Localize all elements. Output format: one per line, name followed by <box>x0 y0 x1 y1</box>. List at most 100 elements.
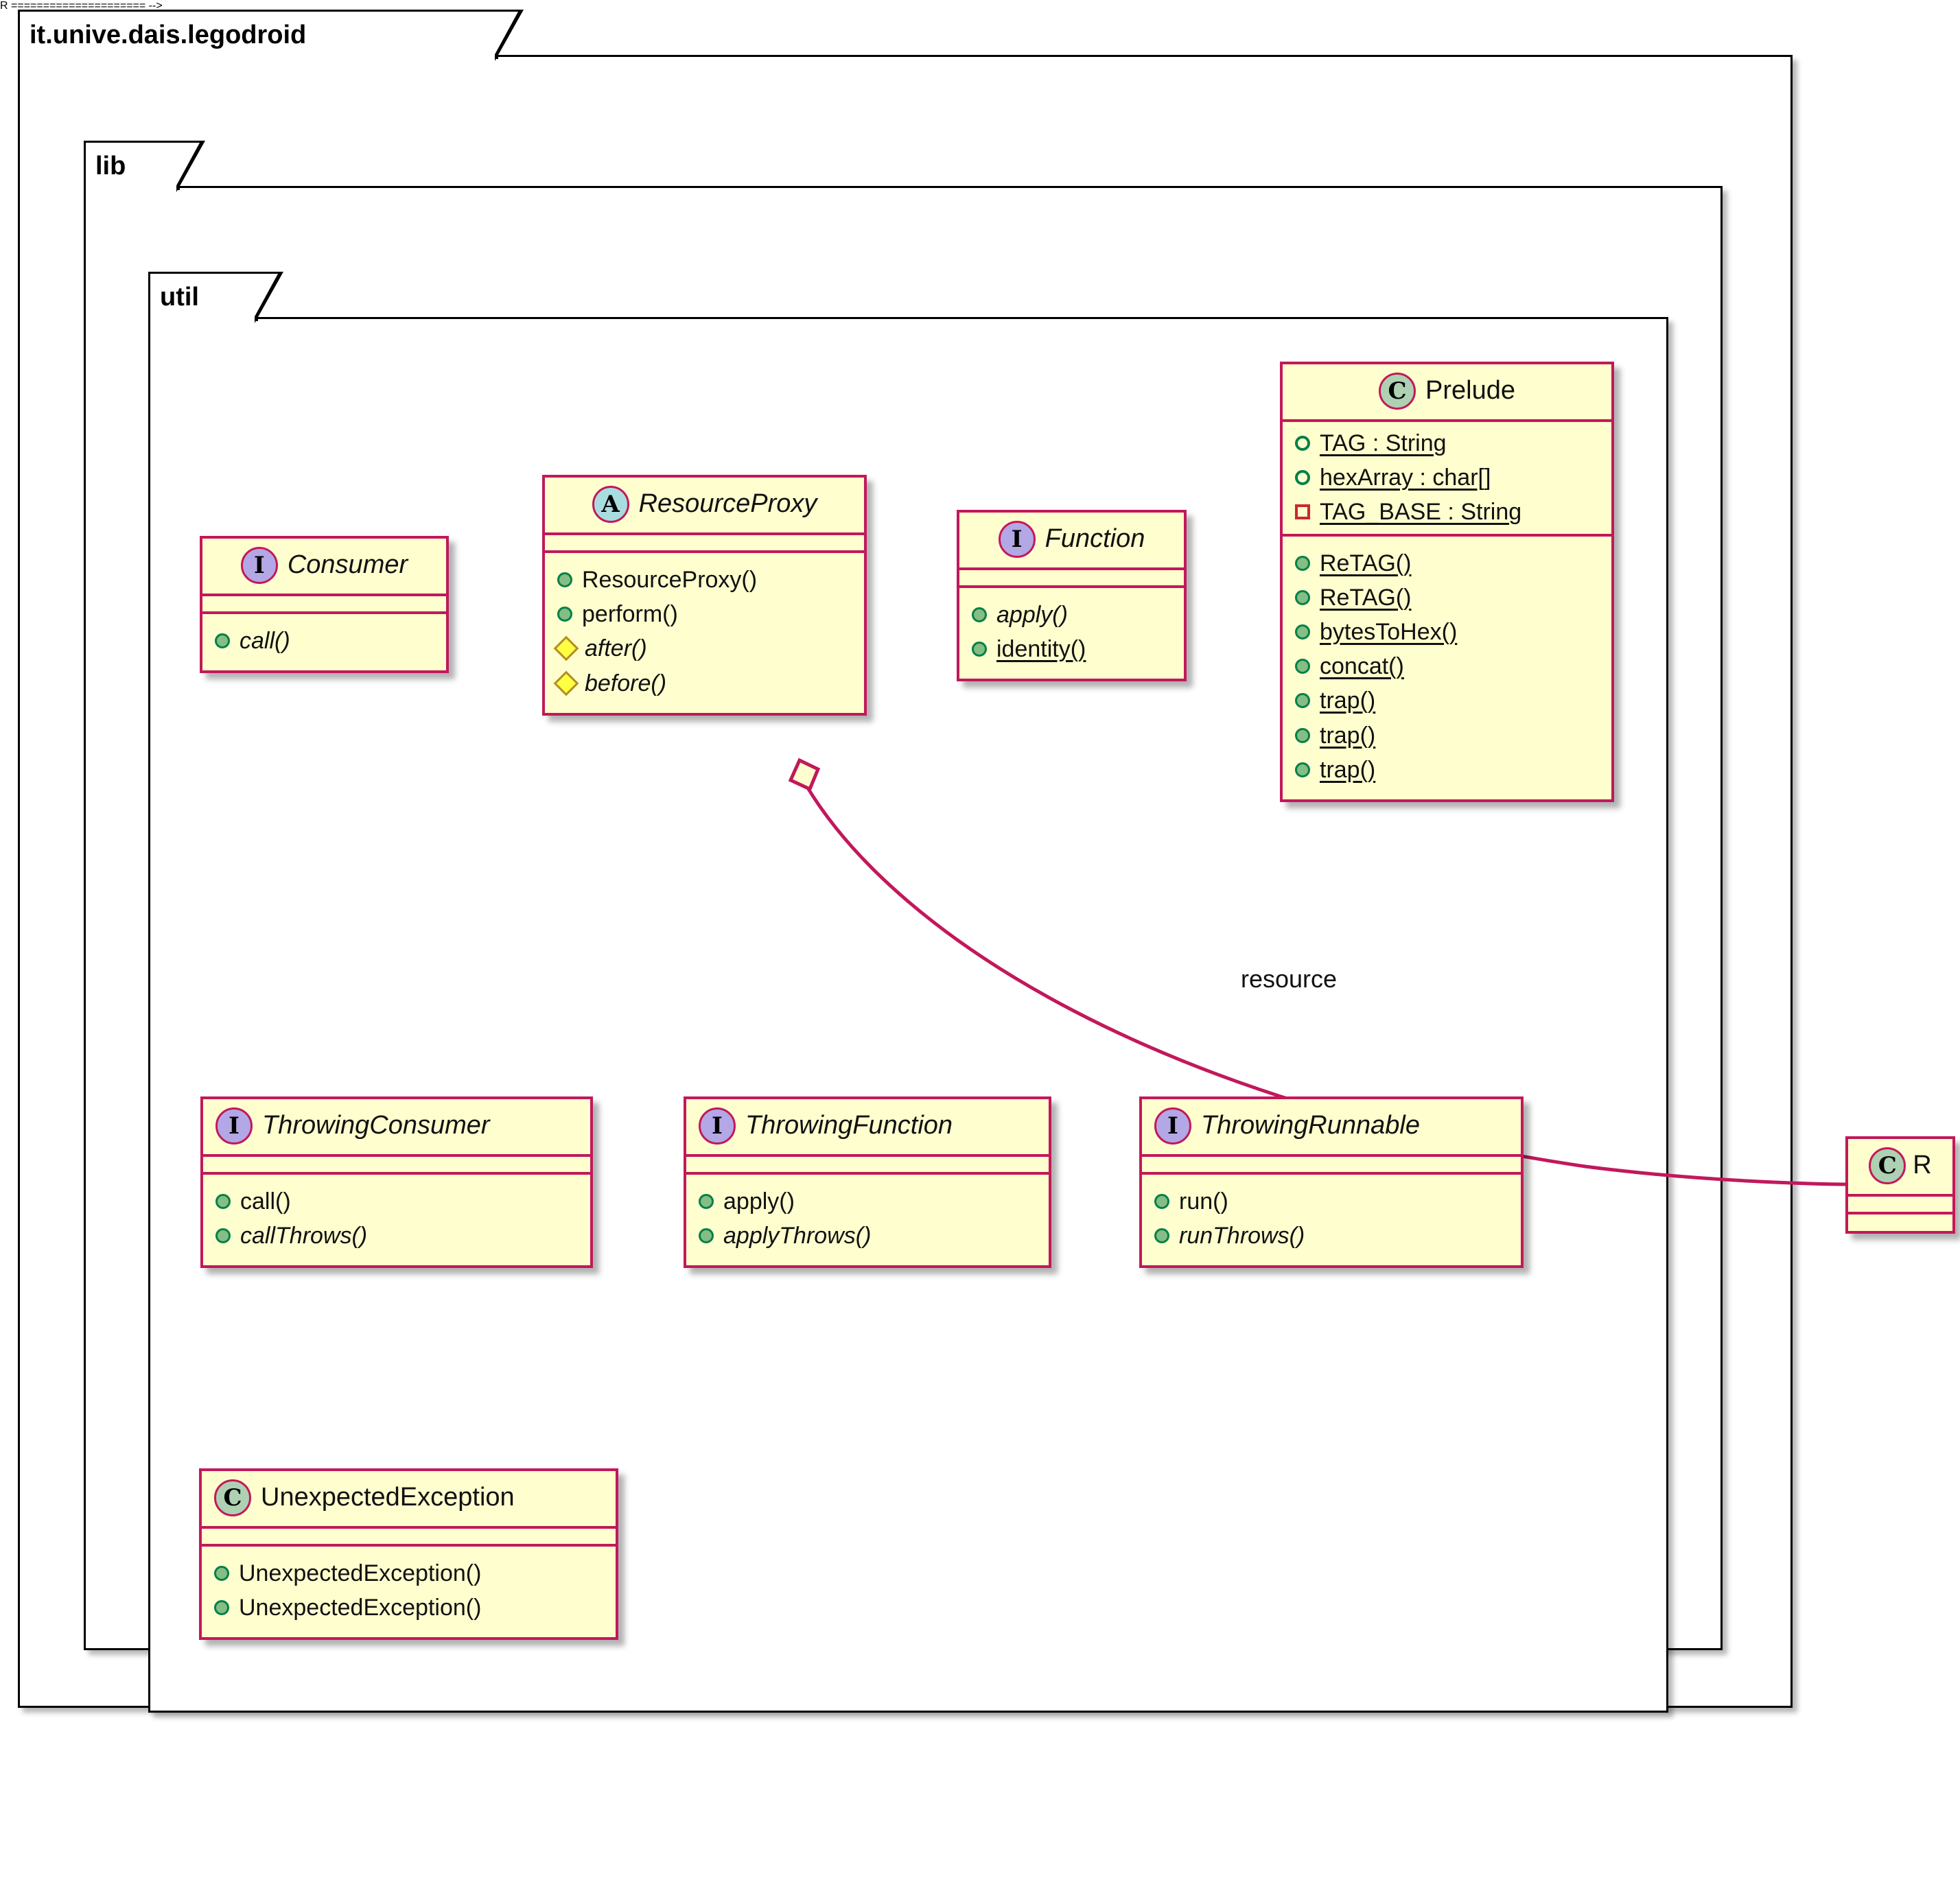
class-unexpectedexception-fields <box>202 1529 616 1547</box>
class-throwingrunnable-name: ThrowingRunnable <box>1201 1111 1420 1140</box>
class-badge-icon: C <box>214 1479 251 1516</box>
class-throwingconsumer-fields <box>203 1157 590 1175</box>
member-label: ReTAG() <box>1320 550 1412 576</box>
class-badge-icon: C <box>1869 1147 1906 1184</box>
member-row[interactable]: ResourceProxy() <box>545 563 864 597</box>
field-label: hexArray : char[] <box>1320 465 1491 491</box>
protected-visibility-icon <box>553 636 579 661</box>
member-row[interactable]: trap() <box>1283 683 1611 718</box>
class-unexpectedexception-methods: UnexpectedException() UnexpectedExceptio… <box>202 1547 616 1637</box>
class-prelude[interactable]: C Prelude TAG : String hexArray : char[]… <box>1280 362 1614 802</box>
class-unexpectedexception[interactable]: C UnexpectedException UnexpectedExceptio… <box>199 1468 618 1641</box>
package-util-tab: util <box>148 272 283 323</box>
class-function-methods: apply() identity() <box>959 588 1184 679</box>
package-util-label: util <box>160 283 199 312</box>
member-row[interactable]: concat() <box>1283 649 1611 683</box>
interface-badge-icon: I <box>215 1107 253 1145</box>
member-row[interactable]: trap() <box>1283 753 1611 787</box>
class-badge-icon: C <box>1379 373 1416 410</box>
public-visibility-icon <box>1295 624 1310 640</box>
protected-visibility-icon <box>553 670 579 696</box>
field-row[interactable]: TAG_BASE : String <box>1283 495 1611 529</box>
member-label: run() <box>1179 1188 1228 1214</box>
class-resourceproxy-fields <box>545 535 864 553</box>
class-r-fields <box>1848 1197 1952 1214</box>
private-visibility-icon <box>1295 504 1310 520</box>
public-visibility-icon <box>1154 1228 1169 1244</box>
package-lib-label: lib <box>95 152 126 180</box>
class-prelude-name: Prelude <box>1425 376 1515 406</box>
public-visibility-icon <box>1295 589 1310 605</box>
field-row[interactable]: TAG : String <box>1283 426 1611 460</box>
member-label: trap() <box>1320 688 1376 714</box>
class-unexpectedexception-name: UnexpectedException <box>261 1483 515 1512</box>
class-throwingconsumer-name: ThrowingConsumer <box>262 1111 490 1140</box>
class-consumer[interactable]: I Consumer call() <box>200 536 449 674</box>
public-visibility-icon <box>1295 693 1310 709</box>
public-visibility-icon <box>1295 555 1310 571</box>
class-throwingrunnable-fields <box>1142 1157 1521 1175</box>
member-row[interactable]: identity() <box>959 632 1184 666</box>
class-throwingconsumer-header: I ThrowingConsumer <box>203 1099 590 1157</box>
member-row[interactable]: bytesToHex() <box>1283 615 1611 649</box>
class-throwingrunnable-header: I ThrowingRunnable <box>1142 1099 1521 1157</box>
member-row[interactable]: call() <box>202 624 446 658</box>
member-row[interactable]: after() <box>545 631 864 666</box>
package-tab-fold-icon <box>253 274 278 319</box>
member-row[interactable]: before() <box>545 666 864 701</box>
class-resourceproxy-name: ResourceProxy <box>638 489 817 519</box>
field-label: TAG_BASE : String <box>1320 499 1522 526</box>
class-function[interactable]: I Function apply() identity() <box>957 510 1187 682</box>
member-row[interactable]: callThrows() <box>203 1219 590 1253</box>
member-row[interactable]: ReTAG() <box>1283 546 1611 580</box>
public-visibility-icon <box>215 1228 231 1244</box>
member-row[interactable]: ReTAG() <box>1283 580 1611 615</box>
class-function-fields <box>959 570 1184 588</box>
member-row[interactable]: apply() <box>959 598 1184 632</box>
class-unexpectedexception-header: C UnexpectedException <box>202 1471 616 1529</box>
member-label: perform() <box>582 601 678 628</box>
public-visibility-icon <box>972 607 987 623</box>
member-row[interactable]: apply() <box>686 1184 1049 1219</box>
package-lib-tab: lib <box>84 141 205 192</box>
class-throwingfunction[interactable]: I ThrowingFunction apply() applyThrows() <box>684 1096 1051 1269</box>
member-row[interactable]: UnexpectedException() <box>202 1556 616 1591</box>
field-row[interactable]: hexArray : char[] <box>1283 460 1611 495</box>
member-row[interactable]: perform() <box>545 597 864 631</box>
class-prelude-fields: TAG : String hexArray : char[] TAG_BASE … <box>1283 422 1611 537</box>
member-label: bytesToHex() <box>1320 618 1458 645</box>
class-r-name: R <box>1913 1151 1932 1180</box>
class-throwingfunction-header: I ThrowingFunction <box>686 1099 1049 1157</box>
public-visibility-icon <box>557 572 572 588</box>
class-throwingconsumer[interactable]: I ThrowingConsumer call() callThrows() <box>200 1096 593 1269</box>
member-label: call() <box>240 628 290 654</box>
member-label: apply() <box>996 602 1068 628</box>
member-row[interactable]: UnexpectedException() <box>202 1591 616 1625</box>
public-visibility-icon <box>214 1600 229 1616</box>
public-visibility-icon <box>1295 727 1310 743</box>
class-throwingrunnable-methods: run() runThrows() <box>1142 1175 1521 1265</box>
class-throwingrunnable[interactable]: I ThrowingRunnable run() runThrows() <box>1139 1096 1524 1269</box>
member-row[interactable]: applyThrows() <box>686 1219 1049 1253</box>
class-prelude-methods: ReTAG() ReTAG() bytesToHex() concat() tr… <box>1283 537 1611 799</box>
member-row[interactable]: trap() <box>1283 718 1611 753</box>
class-function-name: Function <box>1045 524 1145 554</box>
member-label: after() <box>585 635 647 662</box>
interface-badge-icon: I <box>1154 1107 1191 1145</box>
class-resourceproxy-header: A ResourceProxy <box>545 478 864 535</box>
member-row[interactable]: run() <box>1142 1184 1521 1219</box>
class-r[interactable]: C R <box>1845 1136 1955 1234</box>
public-visibility-icon <box>215 633 230 649</box>
class-resourceproxy-methods: ResourceProxy() perform() after() before… <box>545 553 864 713</box>
member-row[interactable]: call() <box>203 1184 590 1219</box>
member-label: ResourceProxy() <box>582 567 758 593</box>
class-prelude-header: C Prelude <box>1283 364 1611 422</box>
class-resourceproxy[interactable]: A ResourceProxy ResourceProxy() perform(… <box>542 475 867 716</box>
member-row[interactable]: runThrows() <box>1142 1219 1521 1253</box>
public-visibility-icon <box>1154 1194 1169 1210</box>
member-label: applyThrows() <box>723 1223 872 1249</box>
class-consumer-name: Consumer <box>287 550 408 580</box>
public-visibility-icon <box>557 607 572 622</box>
public-visibility-icon <box>215 1194 231 1210</box>
public-static-visibility-icon <box>1295 470 1310 486</box>
